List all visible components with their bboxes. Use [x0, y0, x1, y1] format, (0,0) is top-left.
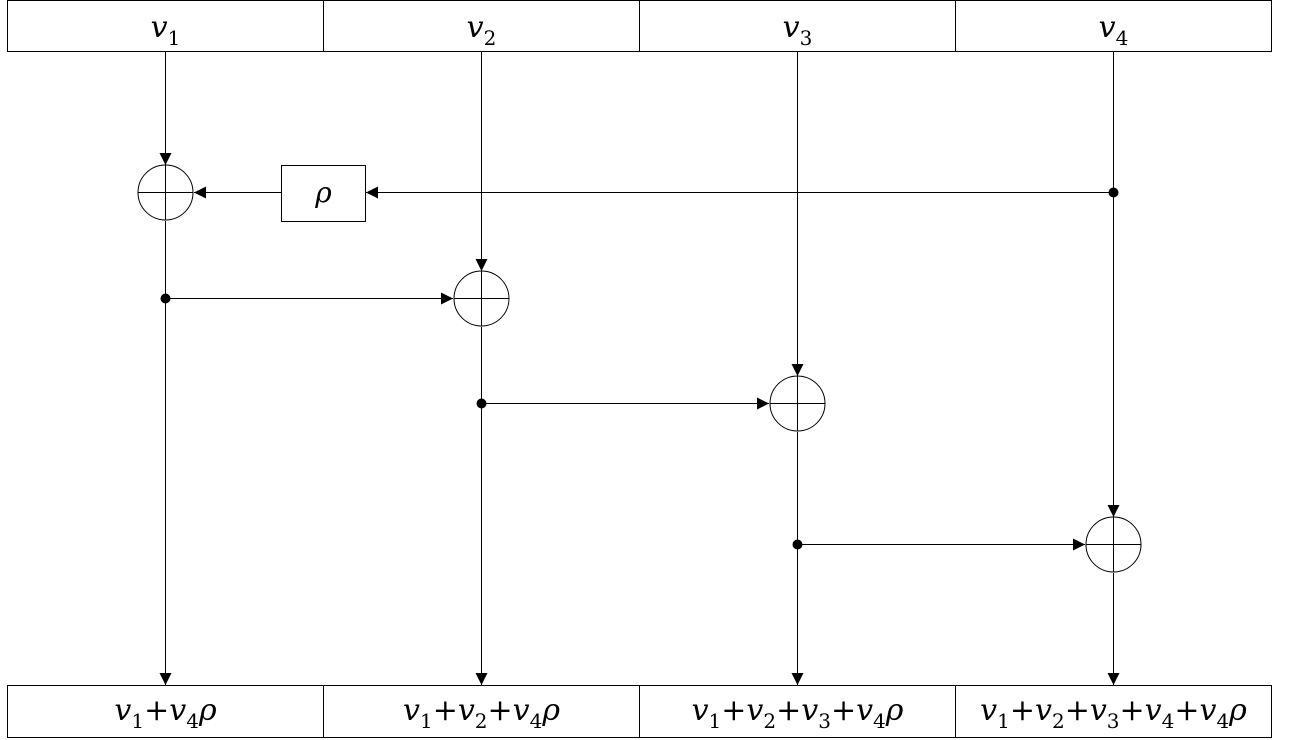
variable-symbol: v — [403, 693, 420, 728]
rho-factor: ρ — [1228, 693, 1247, 728]
variable-symbol: v — [467, 10, 484, 45]
plus-operator: + — [488, 693, 513, 728]
rho-factor: ρ — [198, 693, 217, 728]
variable-symbol: v — [114, 693, 131, 728]
variable-symbol: v — [1099, 10, 1116, 45]
adder-4 — [1085, 516, 1142, 573]
variable-symbol: v — [458, 693, 475, 728]
variable-symbol: v — [801, 693, 818, 728]
variable-symbol: v — [746, 693, 763, 728]
variable-symbol: v — [1145, 693, 1162, 728]
adder-2 — [453, 270, 510, 327]
variable-subscript: 1 — [168, 26, 181, 50]
variable-subscript: 4 — [1162, 709, 1175, 733]
variable-subscript: 1 — [997, 709, 1010, 733]
variable-subscript: 3 — [818, 709, 831, 733]
rho-factor: ρ — [885, 693, 904, 728]
plus-operator: + — [1174, 693, 1199, 728]
variable-subscript: 4 — [530, 709, 543, 733]
plus-operator: + — [1120, 693, 1145, 728]
variable-subscript: 1 — [420, 709, 433, 733]
variable-symbol: v — [151, 10, 168, 45]
plus-operator: + — [831, 693, 856, 728]
branch-dot — [792, 539, 803, 550]
variable-subscript: 3 — [1107, 709, 1120, 733]
plus-operator: + — [144, 693, 169, 728]
variable-subscript: 1 — [131, 709, 144, 733]
variable-subscript: 2 — [763, 709, 776, 733]
variable-symbol: v — [980, 693, 997, 728]
variable-subscript: 2 — [484, 26, 497, 50]
branch-dot — [160, 293, 171, 304]
variable-symbol: v — [1035, 693, 1052, 728]
plus-operator: + — [433, 693, 458, 728]
variable-symbol: v — [513, 693, 530, 728]
plus-operator: + — [721, 693, 746, 728]
multiplier-block: ρ — [281, 165, 366, 222]
variable-symbol: v — [1090, 693, 1107, 728]
variable-symbol: v — [1199, 693, 1216, 728]
adder-3 — [769, 375, 826, 432]
branch-dot — [476, 398, 487, 409]
variable-subscript: 2 — [475, 709, 488, 733]
variable-subscript: 1 — [709, 709, 722, 733]
input-label-3: v3 — [783, 10, 813, 50]
branch-dot — [1108, 187, 1119, 198]
variable-subscript: 4 — [1216, 709, 1229, 733]
output-label-2: v1+v2+v4ρ — [403, 693, 560, 733]
output-label-4: v1+v2+v3+v4+v4ρ — [980, 693, 1247, 733]
multiplier-label: ρ — [314, 176, 332, 209]
variable-subscript: 3 — [800, 26, 813, 50]
output-label-3: v1+v2+v3+v4ρ — [692, 693, 904, 733]
input-label-1: v1 — [151, 10, 181, 50]
variable-subscript: 2 — [1052, 709, 1065, 733]
variable-subscript: 4 — [873, 709, 886, 733]
input-label-2: v2 — [467, 10, 497, 50]
adder-1 — [137, 164, 194, 221]
variable-symbol: v — [783, 10, 800, 45]
variable-symbol: v — [692, 693, 709, 728]
variable-subscript: 4 — [186, 709, 199, 733]
rho-factor: ρ — [541, 693, 560, 728]
input-label-4: v4 — [1099, 10, 1129, 50]
variable-symbol: v — [856, 693, 873, 728]
plus-operator: + — [776, 693, 801, 728]
plus-operator: + — [1065, 693, 1090, 728]
plus-operator: + — [1010, 693, 1035, 728]
variable-symbol: v — [169, 693, 186, 728]
variable-subscript: 4 — [1116, 26, 1129, 50]
output-label-1: v1+v4ρ — [114, 693, 217, 733]
multiplier-box — [281, 165, 366, 222]
